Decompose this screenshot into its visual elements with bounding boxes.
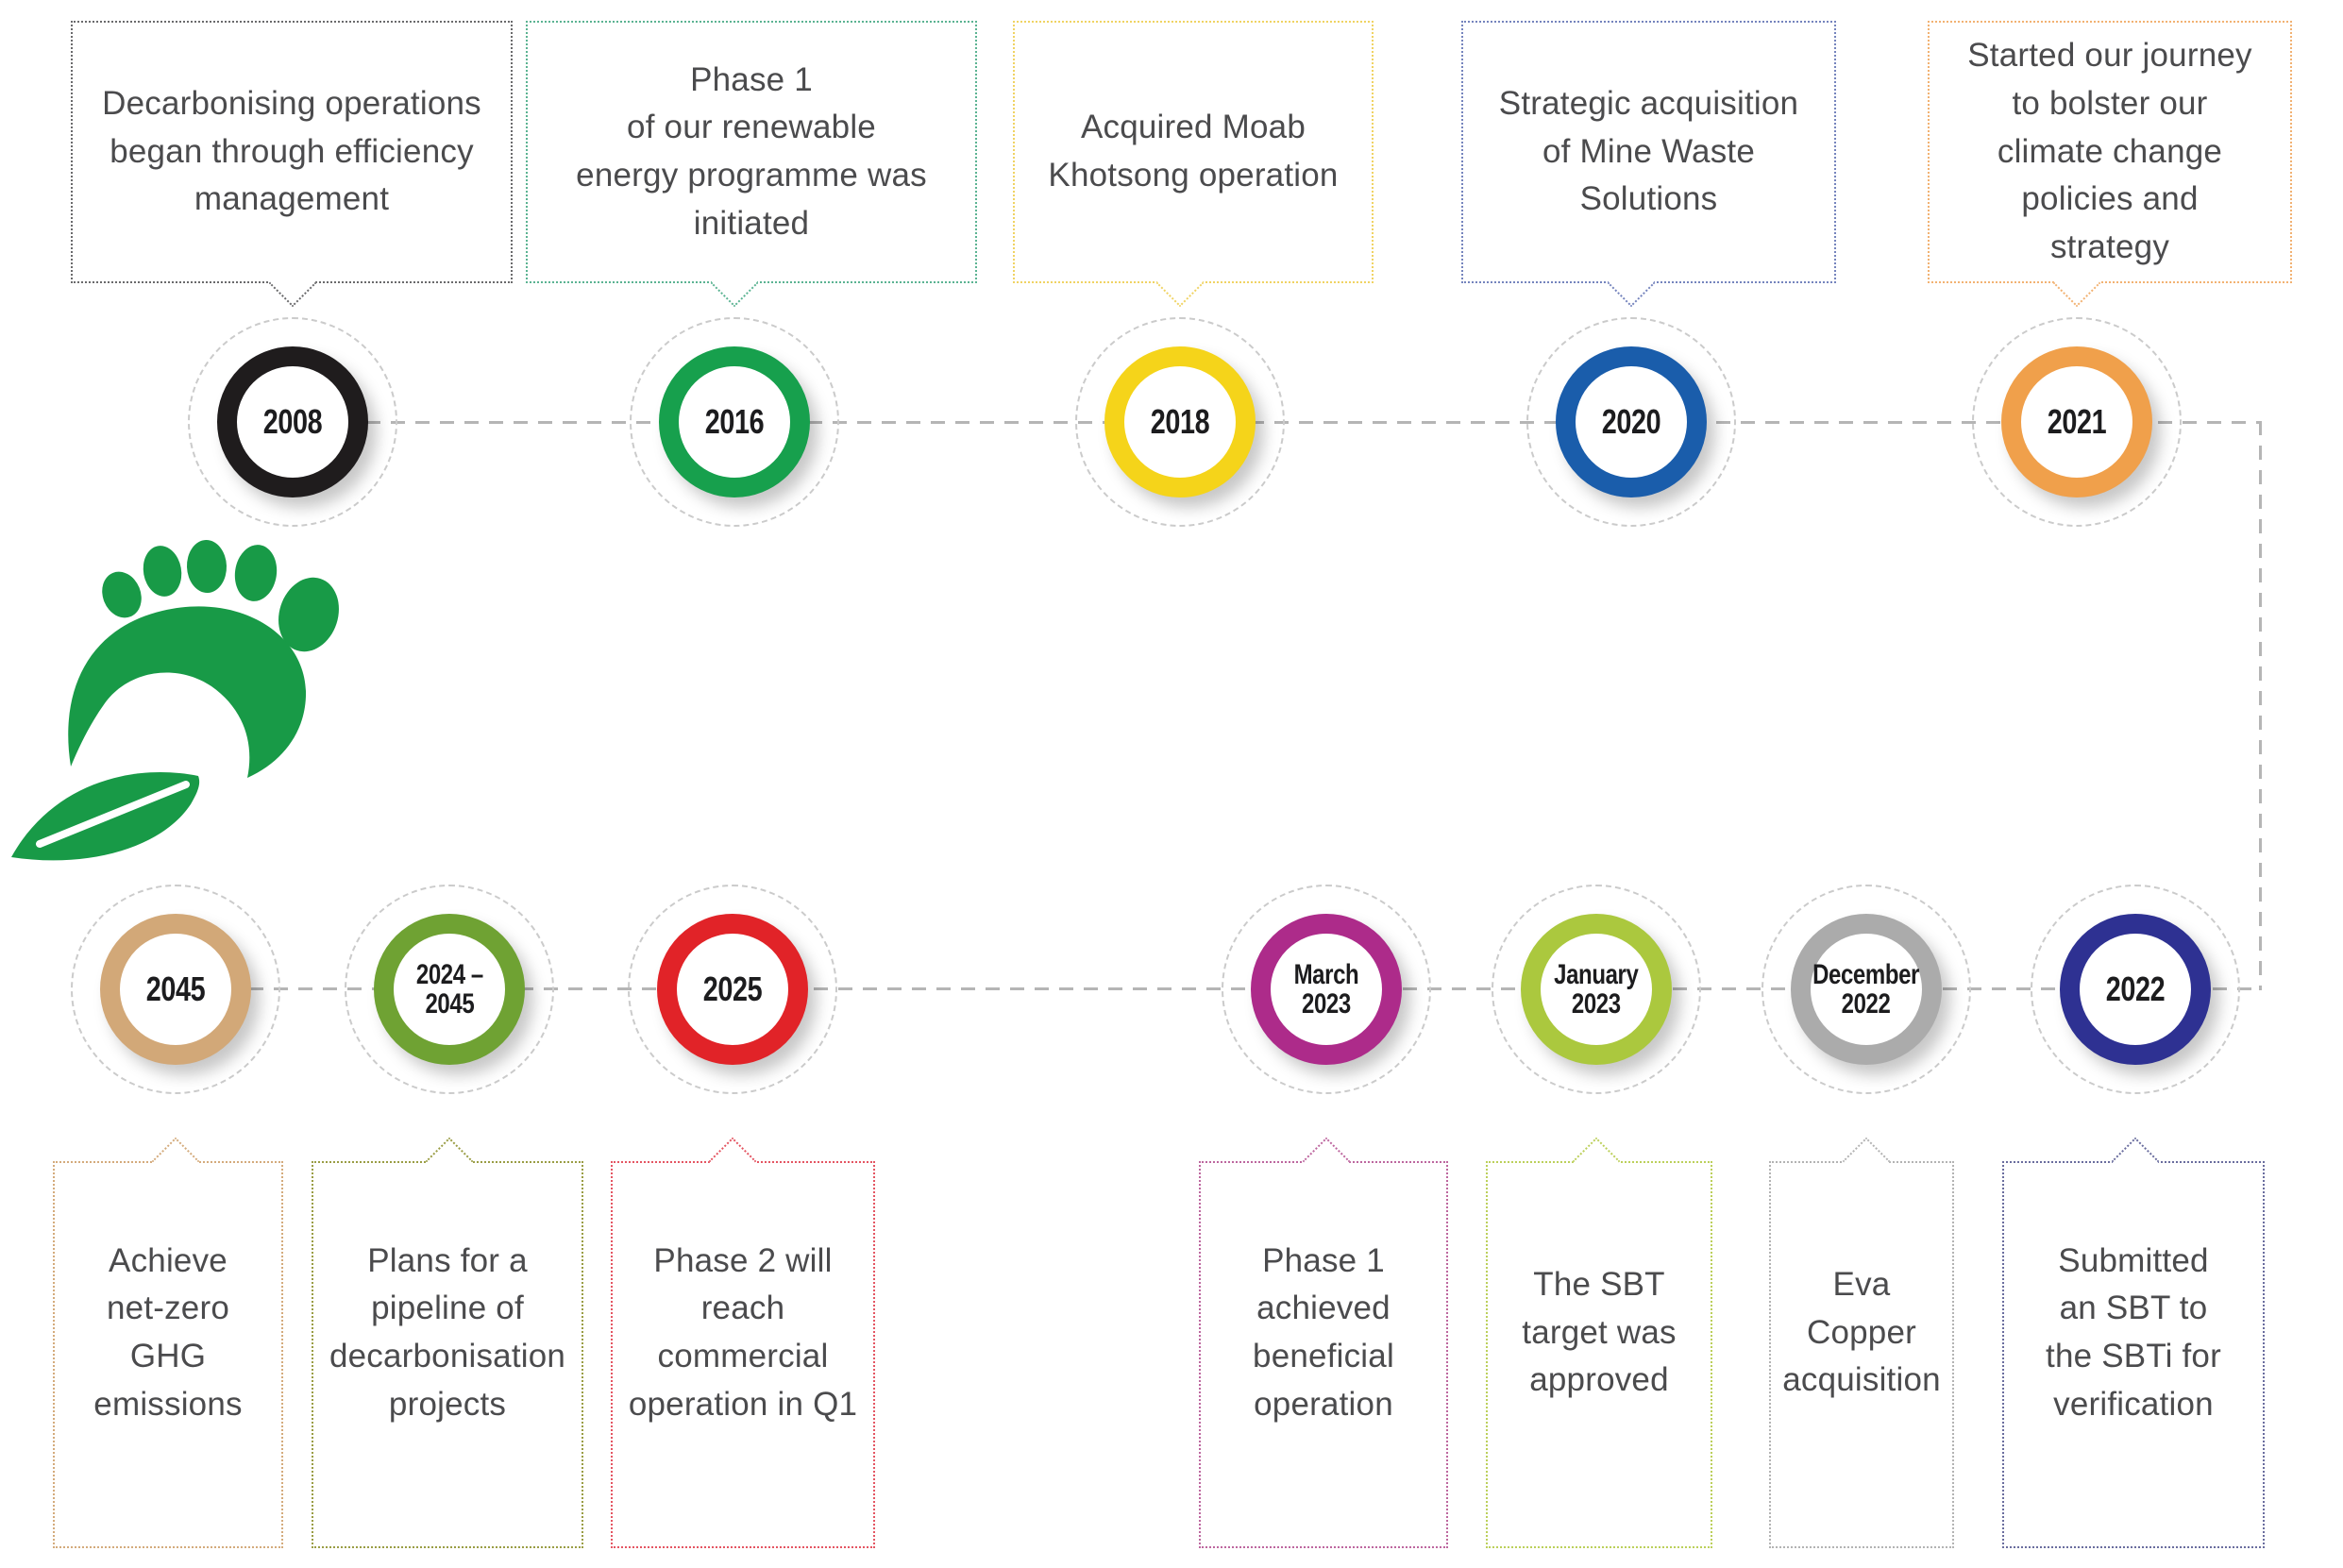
node-ring: December 2022 <box>1791 914 1942 1065</box>
event-box-2024-2045: Plans for a pipeline of decarbonisation … <box>312 1161 583 1548</box>
node-outer-dashed-circle <box>345 885 554 1094</box>
timeline-node-march-2023: March 2023 <box>1222 885 1431 1094</box>
timeline-node-2022: 2022 <box>2031 885 2240 1094</box>
node-outer-dashed-circle <box>630 317 839 527</box>
node-ring: 2016 <box>659 346 810 497</box>
footprint-leaf-icon <box>11 540 339 861</box>
node-outer-dashed-circle <box>1492 885 1701 1094</box>
event-box-december-2022: Eva Copper acquisition <box>1769 1161 1954 1548</box>
event-box-2025: Phase 2 will reach commercial operation … <box>611 1161 875 1548</box>
node-ring: 2021 <box>2001 346 2152 497</box>
node-outer-dashed-circle <box>1222 885 1431 1094</box>
node-year-label: 2020 <box>1601 402 1661 442</box>
node-ring: 2045 <box>100 914 251 1065</box>
node-year-label: 2024 – 2045 <box>415 958 483 1020</box>
timeline-node-2021: 2021 <box>1972 317 2182 527</box>
event-box-2020: Strategic acquisition of Mine Waste Solu… <box>1461 21 1836 283</box>
timeline-node-january-2023: January 2023 <box>1492 885 1701 1094</box>
timeline-node-2008: 2008 <box>188 317 397 527</box>
event-box-january-2023: The SBT target was approved <box>1486 1161 1712 1548</box>
event-box-2008: Decarbonising operations began through e… <box>71 21 513 283</box>
event-box-2016: Phase 1 of our renewable energy programm… <box>526 21 977 283</box>
node-outer-dashed-circle <box>628 885 837 1094</box>
event-text-march-2023: Phase 1 achieved beneficial operation <box>1253 1241 1394 1423</box>
timeline-node-2045: 2045 <box>71 885 280 1094</box>
event-text-2021: Started our journey to bolster our clima… <box>1967 37 2252 266</box>
node-ring: 2024 – 2045 <box>374 914 525 1065</box>
event-box-march-2023: Phase 1 achieved beneficial operation <box>1199 1161 1448 1548</box>
node-ring: 2020 <box>1556 346 1707 497</box>
node-year-label: March 2023 <box>1293 958 1359 1020</box>
node-outer-dashed-circle <box>1761 885 1971 1094</box>
timeline-node-2025: 2025 <box>628 885 837 1094</box>
event-text-december-2022: Eva Copper acquisition <box>1782 1265 1941 1399</box>
node-ring: March 2023 <box>1251 914 1402 1065</box>
node-year-label: 2018 <box>1150 402 1210 442</box>
node-outer-dashed-circle <box>1526 317 1736 527</box>
node-year-label: January 2023 <box>1554 958 1639 1020</box>
node-ring: January 2023 <box>1521 914 1672 1065</box>
node-ring: 2008 <box>217 346 368 497</box>
node-outer-dashed-circle <box>188 317 397 527</box>
event-box-2021: Started our journey to bolster our clima… <box>1928 21 2292 283</box>
node-outer-dashed-circle <box>1075 317 1285 527</box>
node-outer-dashed-circle <box>1972 317 2182 527</box>
event-text-2045: Achieve net-zero GHG emissions <box>93 1241 243 1423</box>
node-outer-dashed-circle <box>2031 885 2240 1094</box>
event-text-2020: Strategic acquisition of Mine Waste Solu… <box>1498 84 1799 218</box>
event-text-2018: Acquired Moab Khotsong operation <box>1048 109 1339 194</box>
node-year-label: 2016 <box>704 402 765 442</box>
bottom-timeline-line <box>176 987 2262 990</box>
timeline-node-2016: 2016 <box>630 317 839 527</box>
event-box-2018: Acquired Moab Khotsong operation <box>1013 21 1374 283</box>
node-ring: 2022 <box>2060 914 2211 1065</box>
node-outer-dashed-circle <box>71 885 280 1094</box>
right-connector-line <box>2259 421 2262 990</box>
timeline-node-2024-2045: 2024 – 2045 <box>345 885 554 1094</box>
event-text-2025: Phase 2 will reach commercial operation … <box>628 1241 858 1423</box>
timeline-node-december-2022: December 2022 <box>1761 885 1971 1094</box>
node-ring: 2025 <box>657 914 808 1065</box>
node-ring: 2018 <box>1104 346 1256 497</box>
timeline-node-2020: 2020 <box>1526 317 1736 527</box>
event-text-2024-2045: Plans for a pipeline of decarbonisation … <box>329 1241 566 1423</box>
node-year-label: 2045 <box>145 969 206 1009</box>
node-year-label: 2021 <box>2047 402 2107 442</box>
event-text-2016: Phase 1 of our renewable energy programm… <box>576 60 927 242</box>
event-box-2045: Achieve net-zero GHG emissions <box>53 1161 283 1548</box>
node-year-label: 2025 <box>702 969 763 1009</box>
event-box-2022: Submitted an SBT to the SBTi for verific… <box>2002 1161 2265 1548</box>
event-text-january-2023: The SBT target was approved <box>1522 1265 1677 1399</box>
node-year-label: December 2022 <box>1812 958 1920 1020</box>
timeline-node-2018: 2018 <box>1075 317 1285 527</box>
node-year-label: 2022 <box>2105 969 2166 1009</box>
event-text-2008: Decarbonising operations began through e… <box>102 84 481 218</box>
event-text-2022: Submitted an SBT to the SBTi for verific… <box>2046 1241 2221 1423</box>
node-year-label: 2008 <box>262 402 323 442</box>
